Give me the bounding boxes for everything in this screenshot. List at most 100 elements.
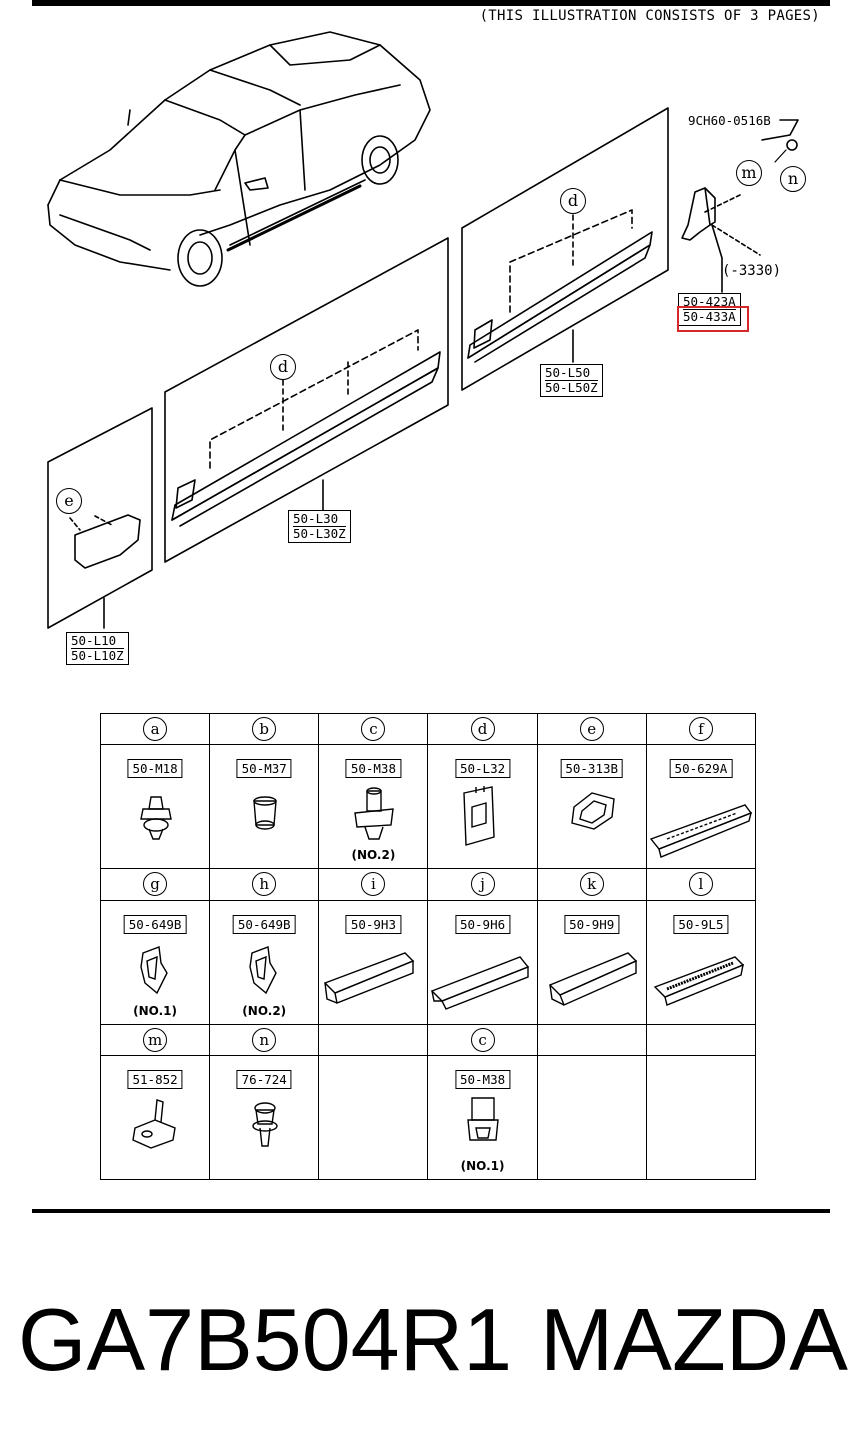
front-door-panel xyxy=(164,237,449,563)
rear-part-2: 50-433A xyxy=(683,309,736,324)
part-drawing-icon xyxy=(431,955,530,1010)
part-letter-callout: h xyxy=(252,872,277,897)
parts-body-cell: 51-852 xyxy=(99,1054,211,1181)
part-number-label: 50-649B xyxy=(123,914,187,934)
part-letter-callout: k xyxy=(579,872,604,897)
part-letter-callout: j xyxy=(470,872,495,897)
parts-body-cell: 50-M37 xyxy=(209,744,320,870)
parts-header-cell: c xyxy=(318,712,429,746)
parts-body-cell: 50-9H3 xyxy=(318,899,429,1025)
parts-body-cell: 50-L32 xyxy=(427,744,538,870)
part-drawing-icon xyxy=(252,1102,278,1147)
rear-door-part-1: 50-L50 xyxy=(545,366,598,381)
part-letter-callout: b xyxy=(252,717,277,741)
parts-body-cell: 50-629A xyxy=(645,744,757,870)
callout-e: e xyxy=(56,488,82,514)
part-drawing-icon xyxy=(140,945,168,994)
parts-header-cell xyxy=(645,1023,757,1056)
car-illustration xyxy=(47,31,431,287)
parts-header-cell xyxy=(318,1023,429,1056)
part-variant-label: (NO.2) xyxy=(351,848,396,863)
parts-header-cell: j xyxy=(427,868,538,901)
parts-body-cell xyxy=(536,1054,647,1181)
part-drawing-icon xyxy=(140,796,172,840)
parts-body-cell: 50-649B(NO.2) xyxy=(209,899,320,1025)
bottom-rule xyxy=(32,1209,830,1213)
footer: GA7B504R1 MAZDA xyxy=(18,1290,848,1390)
parts-header-cell: a xyxy=(99,712,211,746)
front-door-part-2: 50-L30Z xyxy=(293,526,346,541)
parts-body-cell: 50-9H6 xyxy=(427,899,538,1025)
part-drawing-icon xyxy=(324,951,415,1004)
parts-header-cell: n xyxy=(209,1023,320,1056)
part-letter-callout: i xyxy=(361,872,386,897)
part-letter-callout: c xyxy=(361,717,386,741)
part-number-label: 50-9H3 xyxy=(345,914,401,934)
part-letter-callout: a xyxy=(143,717,168,741)
callout-n: n xyxy=(780,166,806,192)
part-number-label: 50-9H9 xyxy=(564,914,620,934)
parts-header-cell: e xyxy=(536,712,647,746)
part-letter-callout: e xyxy=(579,717,604,741)
callout-m: m xyxy=(736,160,762,186)
parts-header-cell: c xyxy=(427,1023,538,1056)
part-letter-callout: n xyxy=(252,1027,277,1052)
part-drawing-icon xyxy=(132,1098,176,1149)
part-number-label: 50-9L5 xyxy=(673,914,729,934)
part-drawing-icon xyxy=(653,955,745,1006)
rear-door-part-2: 50-L50Z xyxy=(545,380,598,395)
fender-panel xyxy=(47,407,153,629)
part-number-label: 76-724 xyxy=(236,1069,292,1089)
part-letter-callout: g xyxy=(143,872,168,897)
part-letter-callout: c xyxy=(470,1027,495,1052)
part-number-label: 50-M38 xyxy=(454,1069,511,1089)
parts-body-cell: 50-649B (NO.1) xyxy=(99,899,211,1025)
parts-body-cell: 50-M18 xyxy=(99,744,211,870)
exploded-diagram xyxy=(47,31,799,629)
part-variant-label: (NO.1) xyxy=(133,1003,177,1018)
callout-d-front: d xyxy=(270,354,296,380)
parts-body-cell: 76-724 xyxy=(209,1054,320,1181)
part-number-label: 50-M37 xyxy=(236,759,292,779)
part-number-label: 50-9H6 xyxy=(454,914,511,934)
parts-body-cell xyxy=(645,1054,757,1181)
parts-body-cell: 50-M38(NO.2) xyxy=(318,744,429,870)
part-drawing-icon xyxy=(253,796,277,830)
part-drawing-icon xyxy=(249,945,277,994)
part-number: GA7B504R1 xyxy=(18,1290,513,1389)
front-door-part-numbers: 50-L30 50-L30Z xyxy=(288,510,351,543)
part-letter-callout: f xyxy=(688,717,713,741)
part-drawing-icon xyxy=(570,792,615,831)
highlight-box xyxy=(677,306,749,332)
rear-door-part-numbers: 50-L50 50-L50Z xyxy=(540,364,603,397)
part-variant-label: (NO.2) xyxy=(242,1003,287,1018)
part-number-label: 50-629A xyxy=(669,759,733,779)
part-drawing-icon xyxy=(463,786,496,847)
parts-header-cell: m xyxy=(99,1023,211,1056)
part-letter-callout: d xyxy=(470,717,495,741)
part-letter-callout: l xyxy=(688,872,713,897)
part-letter-callout: m xyxy=(143,1027,168,1052)
part-number-label: 50-M18 xyxy=(127,759,183,779)
parts-body-cell xyxy=(318,1054,429,1181)
part-drawing-icon xyxy=(548,951,637,1006)
dash-code-label: (-3330) xyxy=(722,263,782,279)
part-drawing-icon xyxy=(467,1097,500,1141)
parts-header-cell: d xyxy=(427,712,538,746)
part-number-label: 50-L32 xyxy=(454,759,511,779)
parts-header-cell: k xyxy=(536,868,647,901)
parts-header-cell: f xyxy=(645,712,757,746)
rear-part-1: 50-423A xyxy=(683,294,736,310)
parts-header-cell: i xyxy=(318,868,429,901)
fender-part-1: 50-L10 xyxy=(71,634,124,649)
parts-header-cell: g xyxy=(99,868,211,901)
parts-body-cell: 50-9H9 xyxy=(536,899,647,1025)
page-count-note: (THIS ILLUSTRATION CONSISTS OF 3 PAGES) xyxy=(479,8,820,24)
front-door-part-1: 50-L30 xyxy=(293,512,346,527)
brand-name: MAZDA xyxy=(540,1290,848,1389)
rear-garnish xyxy=(681,119,799,293)
parts-header-cell: b xyxy=(209,712,320,746)
part-number-label: 51-852 xyxy=(127,1069,183,1089)
screw-code-label: 9CH60-0516B xyxy=(688,113,771,128)
